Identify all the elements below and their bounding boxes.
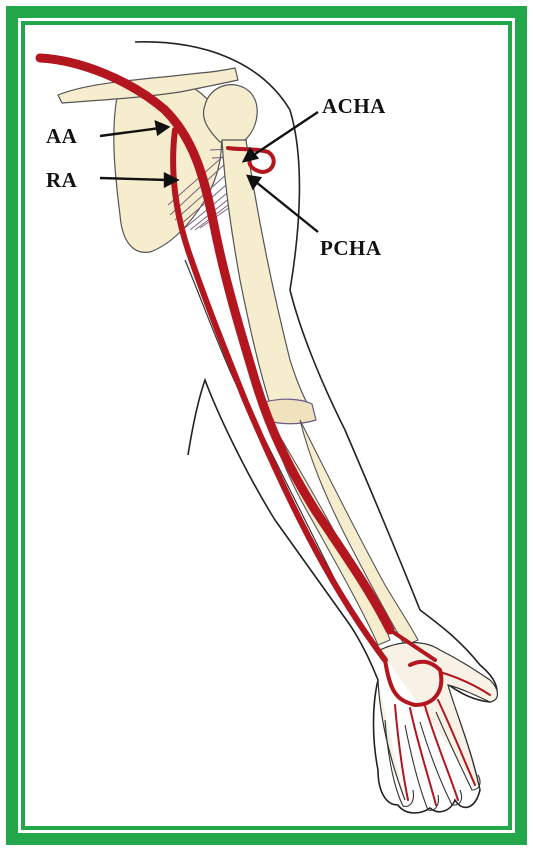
label-aa: AA [46,124,77,149]
humerus-head-shape [203,85,257,142]
arm-illustration [25,25,508,826]
label-acha: ACHA [322,94,386,119]
label-pcha: PCHA [320,236,382,261]
illustration-canvas [25,25,508,826]
radius-bone [300,420,418,646]
label-ra: RA [46,168,77,193]
